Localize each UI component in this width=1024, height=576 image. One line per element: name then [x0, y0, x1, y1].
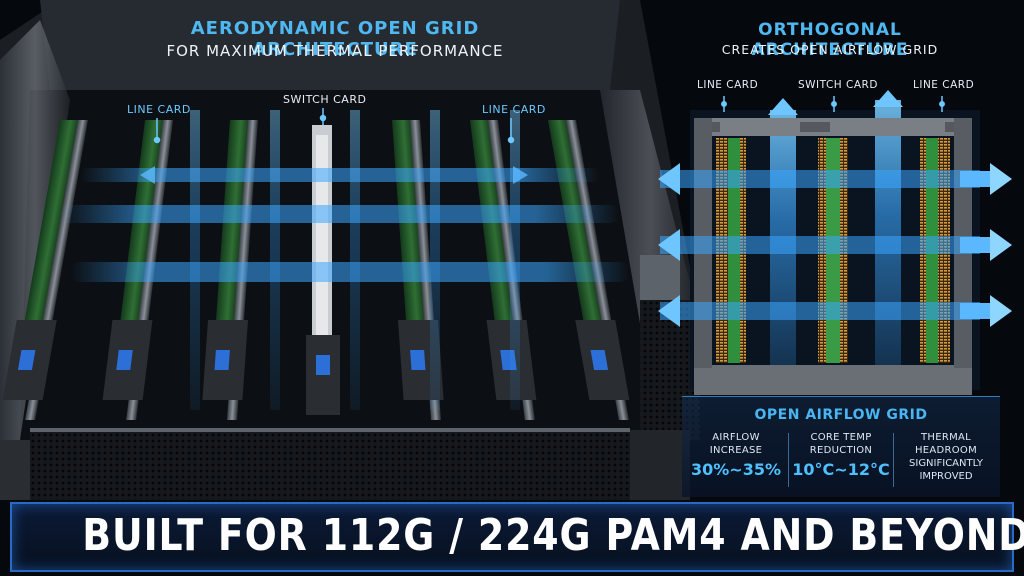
- stat-airflow-value: 30%~35%: [691, 460, 781, 479]
- stat-airflow-label-2: INCREASE: [709, 445, 763, 456]
- stat-airflow-label-1: AIRFLOW: [712, 432, 760, 443]
- stat-core-temp: CORE TEMP REDUCTION 10°C~12°C: [791, 431, 891, 479]
- stat-thermal-value-2: IMPROVED: [919, 471, 973, 482]
- stat-airflow: AIRFLOW INCREASE 30%~35%: [686, 431, 786, 479]
- left-title: AERODYNAMIC OPEN GRID ARCHITECTURE: [190, 18, 480, 60]
- stat-divider: [893, 433, 894, 487]
- right-title: ORTHOGONAL ARCHITECTURE: [751, 20, 909, 60]
- label-switch-card: SWITCH CARD: [283, 93, 367, 106]
- diagram-label-line-card-left: LINE CARD: [697, 79, 759, 91]
- stat-thermal-label-2: HEADROOM: [914, 445, 978, 456]
- diagram-label-line-card-right: LINE CARD: [913, 79, 975, 91]
- label-line-card-right: LINE CARD: [482, 103, 546, 116]
- stat-core-temp-value: 10°C~12°C: [792, 460, 890, 479]
- stat-thermal-headroom: THERMAL HEADROOM SIGNIFICANTLY IMPROVED: [896, 431, 996, 483]
- stat-core-temp-label-1: CORE TEMP: [810, 432, 872, 443]
- label-line-card-left: LINE CARD: [127, 103, 191, 116]
- orthogonal-diagram: [658, 90, 1012, 395]
- stat-thermal-value-1: SIGNIFICANTLY: [909, 458, 983, 469]
- right-subtitle: CREATES OPEN AIRFLOW GRID: [721, 42, 939, 57]
- label-markers-left: [153, 108, 515, 144]
- airflow-glow-left: [60, 110, 630, 410]
- stat-divider: [788, 433, 789, 487]
- diagram-label-switch-card: SWITCH CARD: [798, 79, 878, 91]
- bottom-banner: BUILT FOR 112G / 224G PAM4 AND BEYOND: [10, 502, 1024, 572]
- left-subtitle: FOR MAXIMUM THERMAL PERFORMANCE: [166, 42, 504, 60]
- stats-title: OPEN AIRFLOW GRID: [754, 407, 928, 423]
- stat-thermal-label-1: THERMAL: [920, 432, 972, 443]
- card-slots: [2, 120, 630, 420]
- stat-core-temp-label-2: REDUCTION: [809, 445, 873, 456]
- banner-text: BUILT FOR 112G / 224G PAM4 AND BEYOND: [82, 510, 1024, 561]
- stats-panel: OPEN AIRFLOW GRID AIRFLOW INCREASE 30%~3…: [682, 396, 1000, 497]
